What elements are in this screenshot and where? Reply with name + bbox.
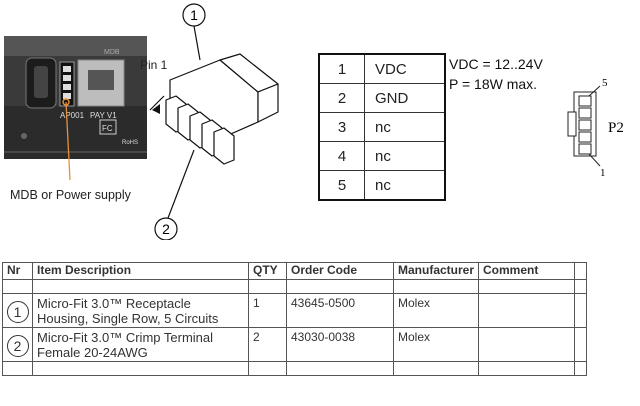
pin-number: 4 (318, 141, 365, 171)
pin-number: 5 (318, 170, 365, 201)
spec-power: P = 18W max. (449, 76, 538, 92)
connector-drawing: 1 2 (149, 3, 279, 240)
item-mfr: Molex (393, 327, 479, 362)
bom-table: Nr Item Description QTY Order Code Manuf… (2, 262, 587, 376)
item-nr: 1 (2, 293, 33, 328)
pin-number: 1 (318, 53, 365, 84)
bom-blank-row (2, 279, 587, 294)
pin-signal: nc (364, 141, 446, 171)
header-mfr: Manufacturer (393, 262, 479, 280)
header-desc: Item Description (32, 262, 249, 280)
p2-pin-top: 5 (602, 77, 608, 89)
item-comment (478, 327, 575, 362)
item-nr-circle: 2 (6, 334, 29, 357)
board-photo: MDB AP001 PAY V1 FC RoHS (4, 36, 147, 159)
header-qty: QTY (248, 262, 287, 280)
item-comment (478, 293, 575, 328)
pin-number: 3 (318, 112, 365, 142)
photo-rohs-mark: RoHS (122, 140, 138, 146)
pin-signal: nc (364, 112, 446, 142)
spec-voltage: VDC = 12..24V (449, 56, 543, 72)
item-desc-line2: Female 20-24AWG (37, 345, 148, 360)
photo-board-id-1: AP001 (60, 111, 85, 120)
pin-signal: GND (364, 83, 446, 113)
marker-circle-2 (154, 217, 178, 240)
bom-header-row: Nr Item Description QTY Order Code Manuf… (2, 262, 587, 280)
item-code: 43645-0500 (286, 293, 394, 328)
pin1-label: Pin 1 (140, 58, 168, 72)
mdb-label: MDB or Power supply (10, 188, 131, 202)
item-nr-circle: 1 (6, 300, 29, 323)
photo-board-id-2: PAY V1 (90, 111, 117, 120)
header-comment: Comment (478, 262, 575, 280)
marker-circle-1 (182, 3, 206, 27)
pin-number: 2 (318, 83, 365, 113)
item-desc-line2: Housing, Single Row, 5 Circuits (37, 311, 219, 326)
item-desc-line1: Micro-Fit 3.0™ Crimp Terminal (37, 330, 214, 345)
marker-2-text: 2 (162, 221, 170, 237)
header-nr: Nr (2, 262, 33, 280)
p2-header-drawing: 5 1 P2 (567, 77, 624, 179)
p2-pin-bottom: 1 (600, 167, 606, 179)
pin-signal: VDC (364, 53, 446, 84)
pin-signal: nc (364, 170, 446, 201)
marker-1-text: 1 (190, 7, 198, 23)
header-code: Order Code (286, 262, 394, 280)
item-code: 43030-0038 (286, 327, 394, 362)
item-nr: 2 (2, 327, 33, 362)
bom-blank-row (2, 361, 587, 376)
item-desc-line1: Micro-Fit 3.0™ Receptacle (37, 296, 191, 311)
item-mfr: Molex (393, 293, 479, 328)
header-extra (574, 262, 587, 280)
photo-mdb-text: MDB (104, 49, 120, 56)
item-qty: 1 (248, 293, 287, 328)
item-qty: 2 (248, 327, 287, 362)
p2-label: P2 (608, 120, 624, 136)
photo-fc-mark: FC (102, 124, 113, 133)
